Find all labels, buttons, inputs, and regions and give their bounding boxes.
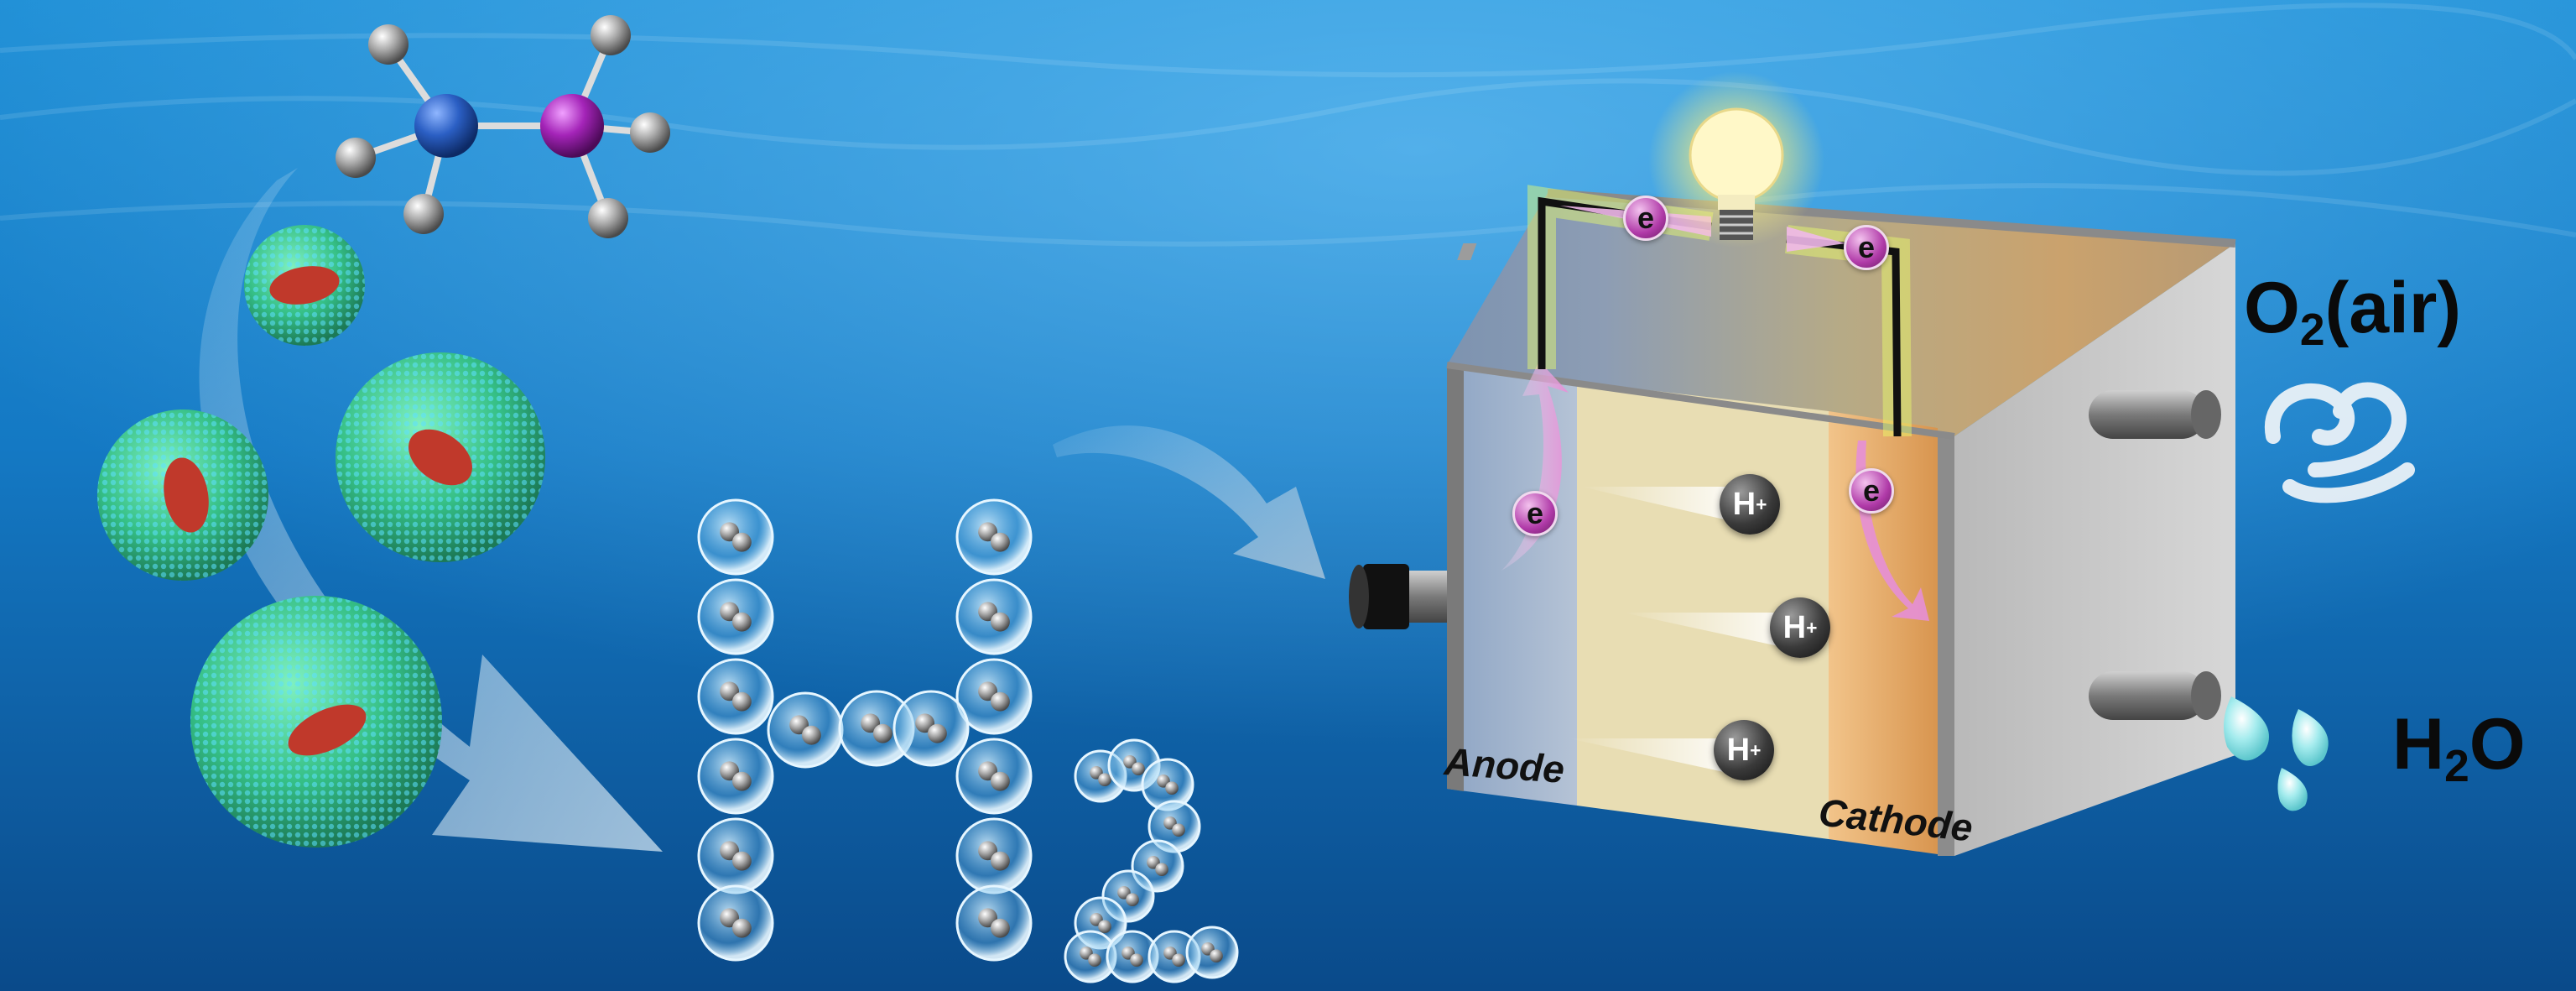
proton-label: H (1782, 609, 1807, 645)
h2-bubble (955, 578, 1033, 655)
h2-bubble (697, 658, 774, 735)
oxygen-inlet-port (2089, 390, 2221, 439)
electron-chip-cathode: e (1849, 468, 1894, 514)
h2-bubble (697, 738, 774, 815)
h2o-h-symbol: H (2392, 704, 2445, 785)
water-outlet-port (2089, 671, 2221, 720)
microsphere-2 (97, 409, 268, 581)
o2-subscript: 2 (2299, 305, 2325, 355)
h2-bubble (1106, 930, 1159, 983)
electron-label: e (1857, 230, 1876, 264)
h2-bubble (697, 498, 774, 576)
o2-symbol: O (2244, 268, 2300, 348)
proton-chip-2: H+ (1770, 597, 1830, 658)
h2-bubble-letters (697, 498, 1239, 983)
cathode-panel (1829, 411, 1938, 854)
proton-charge: + (1756, 493, 1767, 515)
h2-bubble (892, 690, 970, 767)
proton-charge: + (1806, 616, 1818, 639)
h2o-subscript: 2 (2444, 741, 2469, 791)
h2-bubble (767, 691, 844, 769)
electron-chip-top-right: e (1844, 225, 1889, 270)
proton-label: H (1732, 486, 1756, 522)
hydrogen-inlet-tube (1349, 564, 1451, 629)
microsphere-1 (244, 225, 365, 346)
electron-label: e (1862, 473, 1881, 508)
o2-air-suffix: (air) (2324, 268, 2462, 348)
microsphere-3 (336, 352, 545, 562)
h2-bubble (1147, 930, 1201, 983)
h2o-o-symbol: O (2469, 704, 2526, 785)
microsphere-4 (190, 596, 442, 848)
h2-bubble (697, 817, 774, 895)
curved-arrow-right (1053, 425, 1325, 579)
lightbulb-icon (1648, 71, 1824, 248)
h2-bubble (1064, 930, 1117, 983)
h2-bubble (1185, 926, 1239, 979)
h2-bubble (1141, 758, 1194, 811)
h2-bubble (955, 817, 1033, 895)
h2-bubble (955, 658, 1033, 735)
water-droplets-icon (2224, 696, 2329, 811)
o2-air-label: O2(air) (2244, 267, 2461, 356)
air-swirl-icon (2264, 382, 2415, 503)
proton-charge: + (1750, 738, 1762, 761)
h2o-label: H2O (2392, 703, 2526, 792)
proton-label: H (1726, 732, 1751, 768)
molecule-icon (336, 15, 670, 238)
h2-bubble (955, 884, 1033, 962)
electron-label: e (1637, 201, 1655, 235)
electron-label: e (1526, 496, 1544, 530)
electron-chip-anode: e (1512, 491, 1558, 536)
h2-bubble (955, 498, 1033, 576)
h2-bubble (955, 738, 1033, 815)
electron-chip-top-left: e (1623, 196, 1668, 241)
h2-bubble (697, 884, 774, 962)
anode-label: Anode (1443, 739, 1566, 791)
h2-h-text: H (0, 0, 1, 1)
proton-chip-1: H+ (1720, 474, 1780, 535)
h2-bubble (838, 690, 915, 767)
proton-chip-3: H+ (1714, 720, 1774, 780)
h2-bubble (697, 578, 774, 655)
